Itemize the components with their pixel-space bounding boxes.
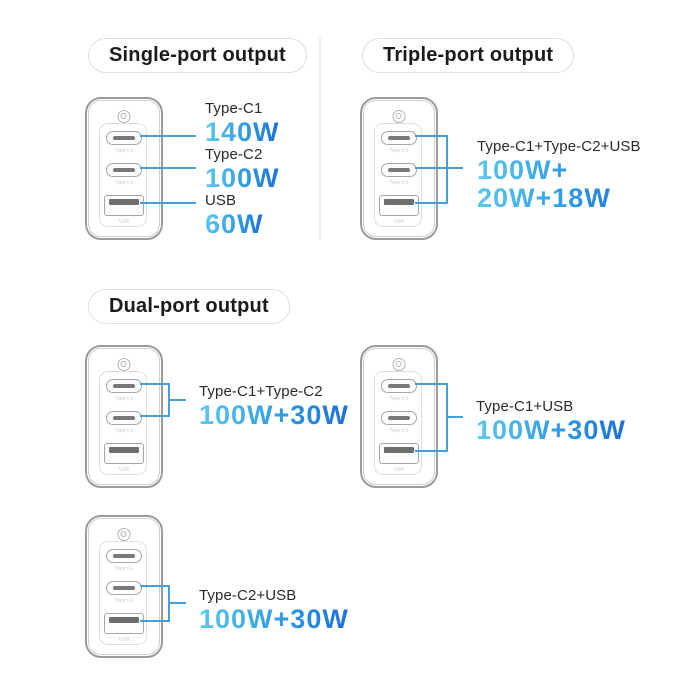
type-c1-port (106, 131, 142, 145)
dual-label-block-c2-usb: Type-C2+USB 100W+30W (199, 587, 349, 633)
usb-port (379, 195, 419, 216)
connector-stub (446, 416, 463, 418)
dual-port-title-label: Dual-port output (109, 295, 269, 317)
connector-line (140, 202, 196, 204)
connector-line (140, 167, 196, 169)
type-c2-port-tag: Type-C2 (114, 597, 134, 603)
usb-port (104, 195, 144, 216)
charger-face-panel (99, 371, 147, 475)
charger-face-panel (374, 123, 422, 227)
connector-stub (168, 602, 186, 604)
brand-logo-icon (117, 358, 131, 371)
type-c1-port (381, 131, 417, 145)
connector-line (140, 620, 170, 622)
connector-line (140, 585, 170, 587)
watt-value: 100W (205, 163, 280, 193)
connector-line (415, 383, 448, 385)
charger-dual-c1-usb: Type-C1 Type-C2 USB (360, 345, 438, 488)
single-row-type-c2: Type-C2 100W (205, 146, 280, 192)
usb-port (379, 443, 419, 464)
single-row-usb: USB 60W (205, 192, 264, 238)
type-c1-port (106, 549, 142, 563)
section-divider (319, 38, 321, 240)
type-c1-port-tag: Type-C1 (114, 395, 134, 401)
watt-value-line2: 20W+18W (477, 184, 641, 212)
triple-label-block: Type-C1+Type-C2+USB 100W+ 20W+18W (477, 138, 641, 212)
connector-line (140, 383, 170, 385)
type-c2-port-tag: Type-C2 (389, 179, 409, 185)
type-c1-port (381, 379, 417, 393)
brand-logo-icon (392, 358, 406, 371)
single-row-type-c1: Type-C1 140W (205, 100, 280, 146)
dual-port-section-title: Dual-port output (88, 289, 290, 324)
brand-logo-icon (117, 110, 131, 123)
port-name: USB (205, 192, 237, 209)
type-c2-port-tag: Type-C2 (114, 427, 134, 433)
watt-value: 100W+30W (199, 604, 349, 634)
watt-value-line1: 100W+ (477, 156, 641, 184)
dual-label-block-c1-c2: Type-C1+Type-C2 100W+30W (199, 383, 349, 429)
connector-line (415, 135, 448, 137)
port-combo: Type-C2+USB (199, 587, 297, 604)
type-c2-port (381, 411, 417, 425)
brand-logo-icon (392, 110, 406, 123)
type-c1-port-tag: Type-C1 (389, 147, 409, 153)
usb-port-tag: USB (118, 218, 130, 224)
type-c2-port-tag: Type-C2 (114, 179, 134, 185)
type-c2-port (106, 163, 142, 177)
single-port-section-title: Single-port output (88, 38, 307, 73)
type-c2-port (381, 163, 417, 177)
type-c2-port (106, 581, 142, 595)
connector-line (140, 415, 170, 417)
usb-port (104, 613, 144, 634)
connector-stub (168, 399, 186, 401)
usb-port-tag: USB (118, 466, 130, 472)
type-c1-port (106, 379, 142, 393)
type-c1-port-tag: Type-C1 (389, 395, 409, 401)
watt-value: 60W (205, 209, 264, 239)
usb-port-tag: USB (393, 218, 405, 224)
port-name: Type-C1 (205, 100, 263, 117)
single-port-title-label: Single-port output (109, 44, 286, 66)
connector-line (415, 167, 463, 169)
charger-inner-outline (363, 348, 435, 485)
watt-value: 100W+30W (476, 415, 626, 445)
port-name: Type-C2 (205, 146, 263, 163)
charger-face-panel (374, 371, 422, 475)
charger-face-panel (99, 123, 147, 227)
connector-line (140, 135, 196, 137)
brand-logo-icon (117, 528, 131, 541)
connector-bracket (446, 135, 448, 204)
type-c2-port (106, 411, 142, 425)
usb-port (104, 443, 144, 464)
connector-line (415, 450, 448, 452)
port-combo: Type-C1+USB (476, 398, 574, 415)
usb-port-tag: USB (118, 636, 130, 642)
type-c2-port-tag: Type-C2 (389, 427, 409, 433)
type-c1-port-tag: Type-C1 (114, 147, 134, 153)
connector-line (415, 202, 448, 204)
dual-label-block-c1-usb: Type-C1+USB 100W+30W (476, 398, 626, 444)
usb-port-tag: USB (393, 466, 405, 472)
type-c1-port-tag: Type-C1 (114, 565, 134, 571)
charger-face-panel (99, 541, 147, 645)
port-combo: Type-C1+Type-C2+USB (477, 138, 641, 155)
triple-port-title-label: Triple-port output (383, 44, 554, 66)
watt-value: 100W+30W (199, 400, 349, 430)
port-combo: Type-C1+Type-C2 (199, 383, 323, 400)
watt-value: 140W (205, 117, 280, 147)
triple-port-section-title: Triple-port output (362, 38, 575, 73)
